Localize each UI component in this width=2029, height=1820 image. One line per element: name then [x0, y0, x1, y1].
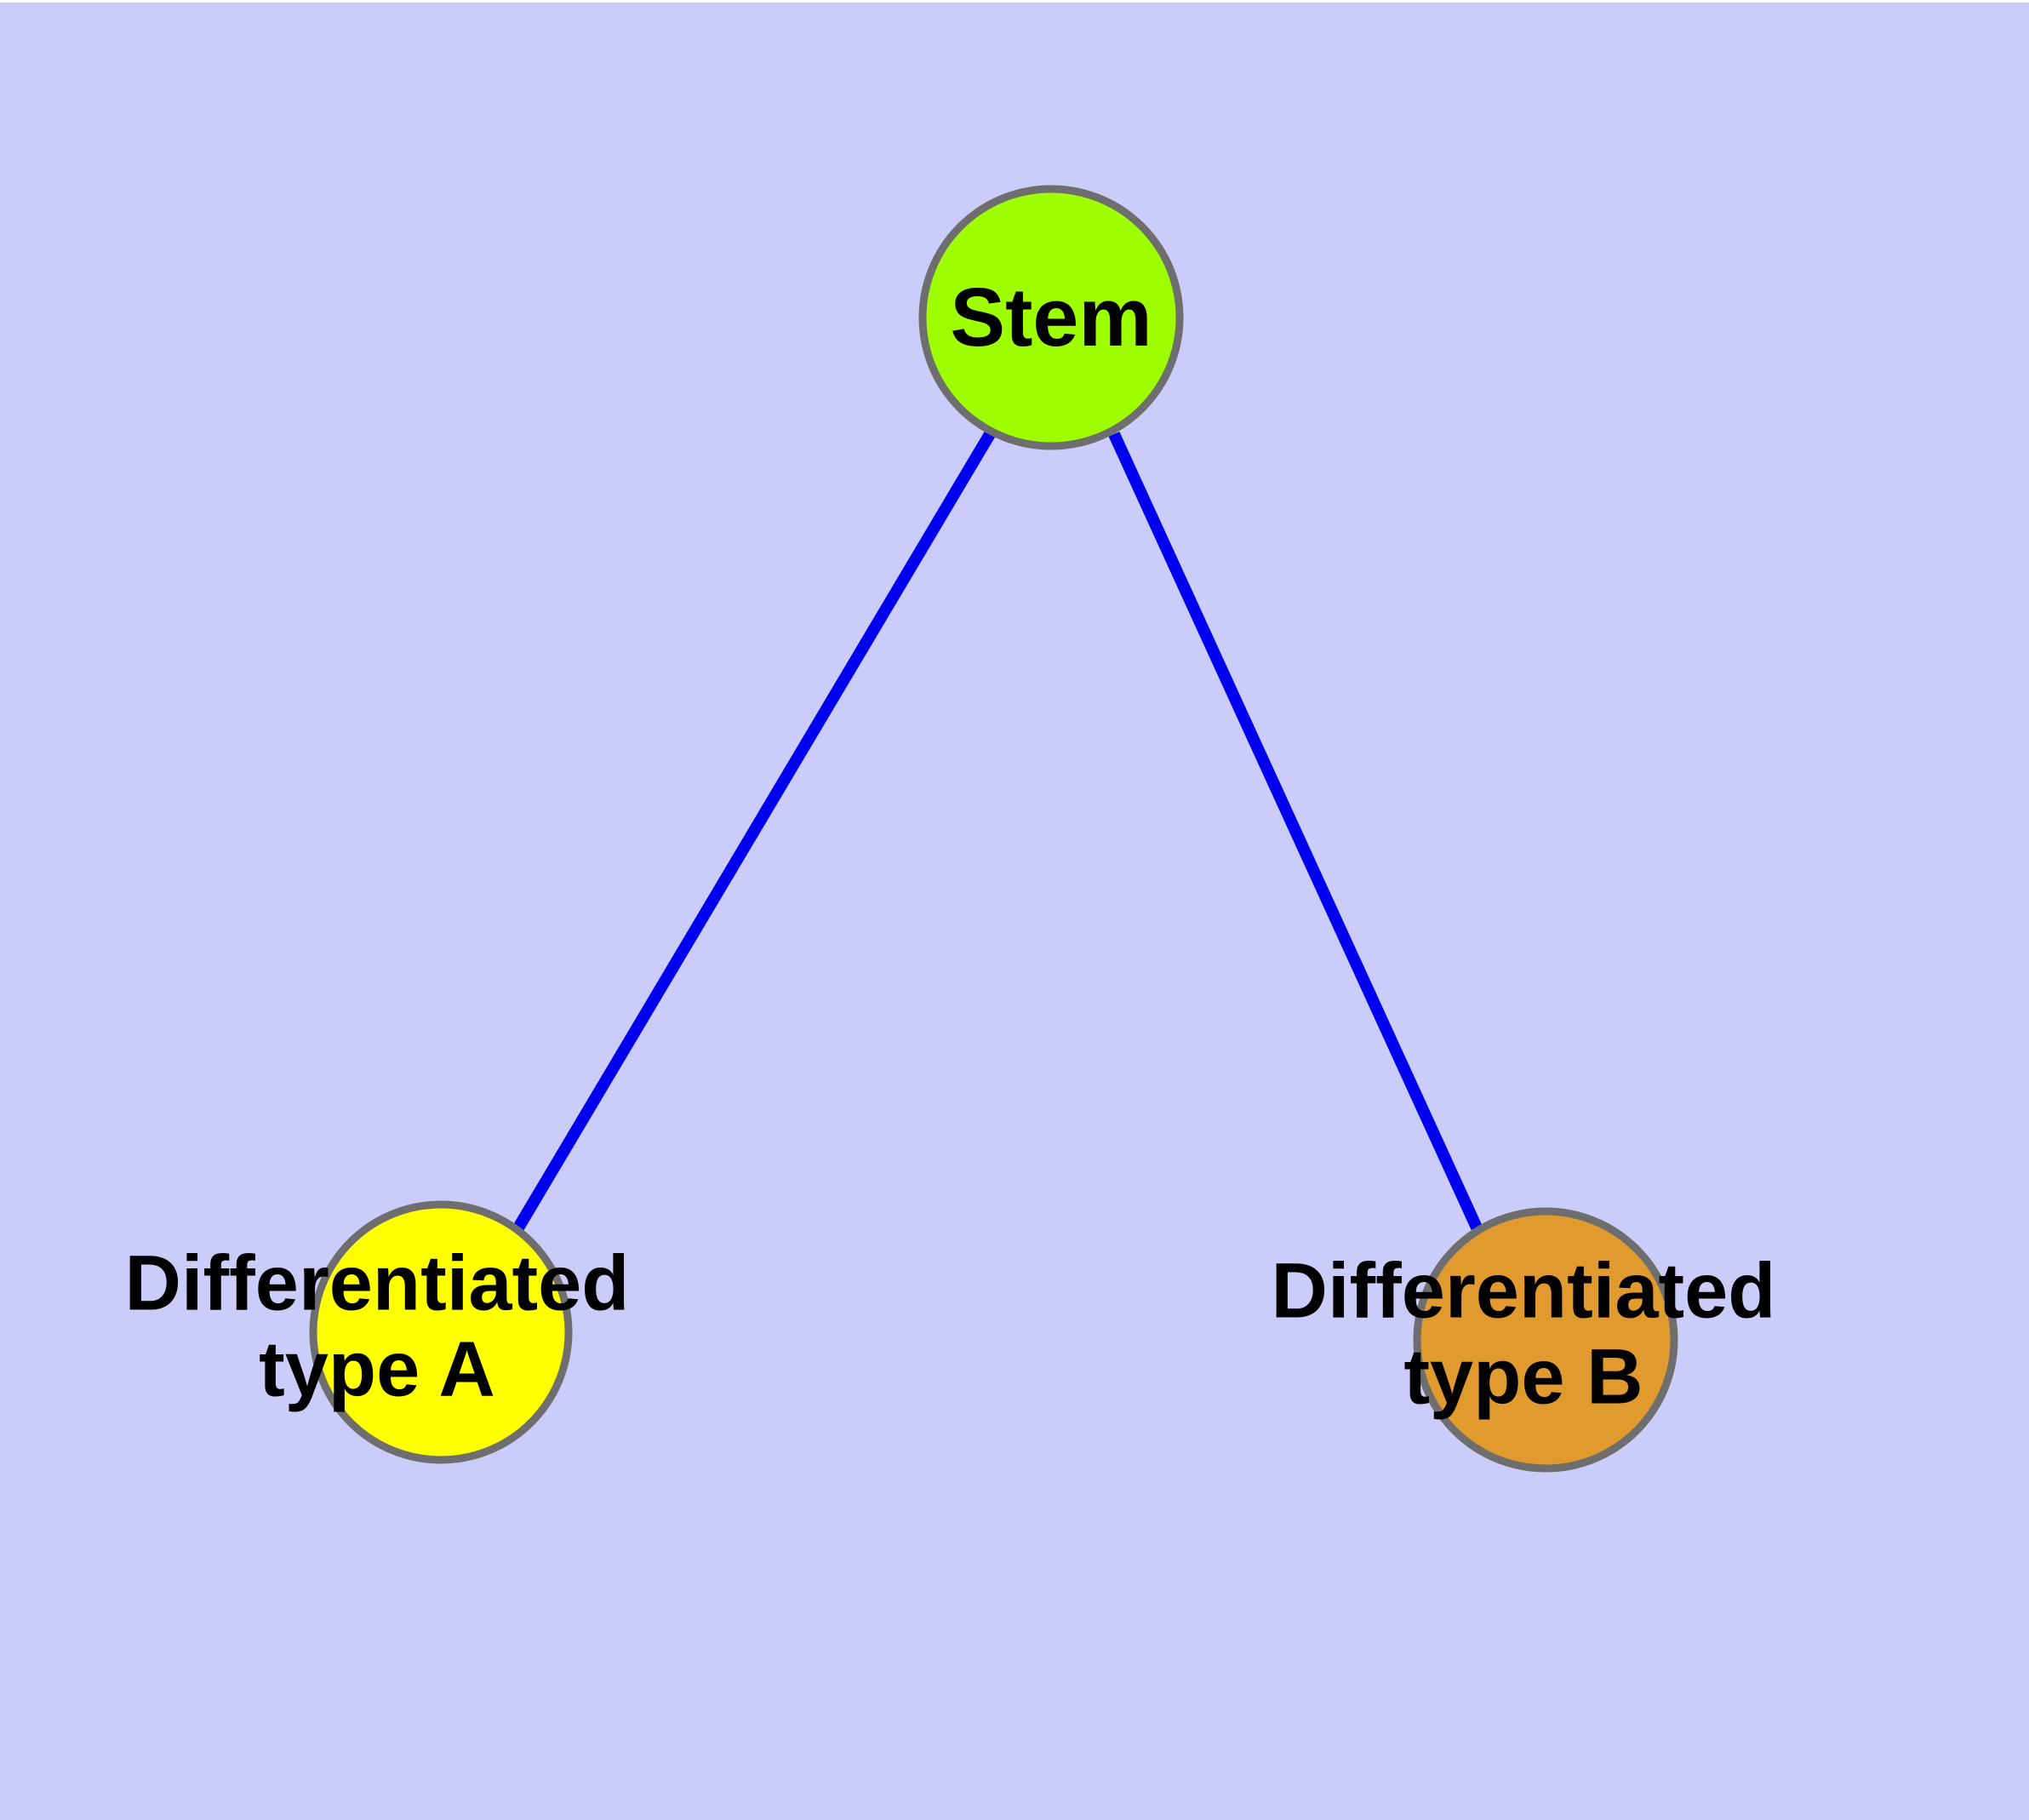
- node-label-line: Stem: [950, 271, 1152, 363]
- graph-node-diff-b[interactable]: [1413, 1207, 1678, 1473]
- graph-edge-stem-to-diff-a[interactable]: [512, 431, 996, 1233]
- node-label-line: type A: [259, 1326, 495, 1413]
- graph-node-stem[interactable]: [918, 185, 1184, 450]
- nodes-layer: [309, 185, 1678, 1473]
- node-label-line: Differentiated: [1272, 1248, 1776, 1335]
- node-label-line: type B: [1403, 1334, 1643, 1421]
- graph-node-diff-a[interactable]: [309, 1200, 573, 1464]
- edges-layer: [512, 431, 1483, 1233]
- node-label-stem: Stem: [950, 271, 1152, 363]
- node-label-line: Differentiated: [125, 1240, 630, 1327]
- graph-edge-stem-to-diff-b[interactable]: [1108, 432, 1483, 1230]
